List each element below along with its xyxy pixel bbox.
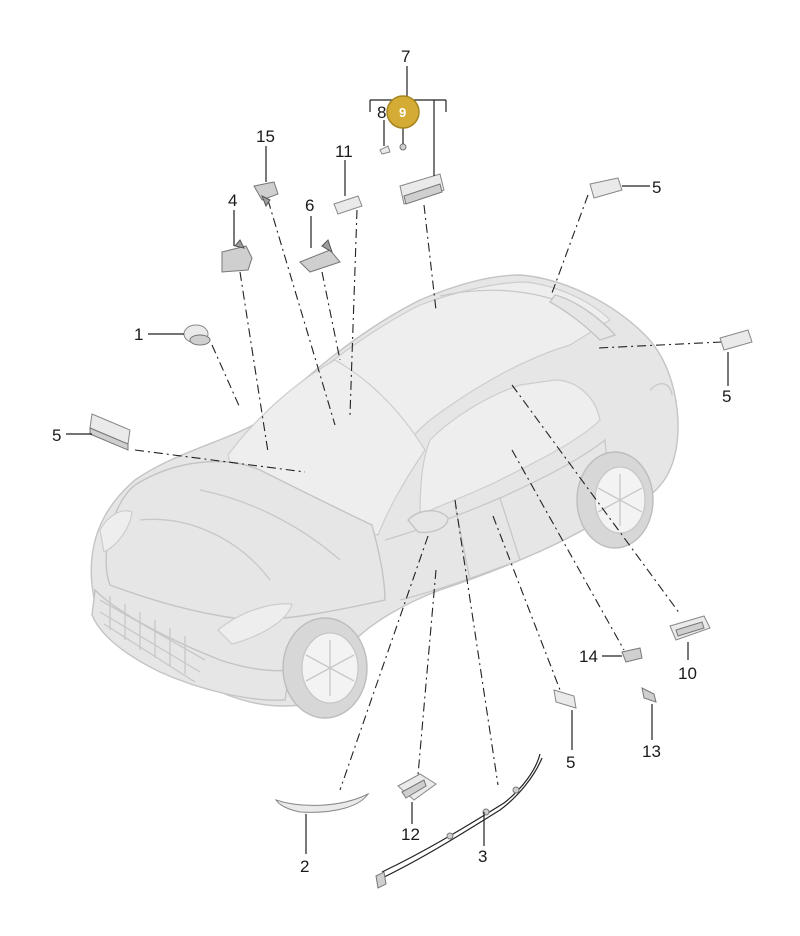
part-10-handle-module (669, 615, 711, 641)
part-1-sensor-dome (183, 324, 211, 346)
callout-11[interactable]: 11 (335, 142, 353, 161)
callout-leaders (66, 66, 729, 854)
callout-15[interactable]: 15 (256, 127, 275, 146)
callout-2[interactable]: 2 (300, 857, 309, 876)
callout-3[interactable]: 3 (478, 847, 487, 866)
part-15-clip (253, 181, 279, 208)
part-8-clip (379, 145, 391, 155)
callout-5-top-right[interactable]: 5 (652, 178, 661, 197)
roof-spoiler (548, 294, 617, 341)
part-12-switch (397, 773, 437, 801)
part-9-screw (399, 143, 407, 151)
callout-12[interactable]: 12 (401, 825, 420, 844)
part-14-connector (621, 647, 643, 663)
side-mirror (407, 510, 449, 534)
callout-5-left[interactable]: 5 (52, 426, 61, 445)
callout-5-right[interactable]: 5 (722, 387, 731, 406)
part-5-right-module (719, 329, 753, 351)
part-6-sensor (299, 239, 341, 273)
callout-labels: 1 5 4 15 6 11 7 8 9 5 5 10 14 5 13 12 2 … (52, 47, 731, 876)
callout-9[interactable]: 9 (399, 105, 406, 120)
part-7-control-unit (399, 173, 445, 205)
callout-9-highlight[interactable] (386, 95, 420, 129)
part-5-bottom-module (553, 689, 577, 709)
callout-6[interactable]: 6 (305, 196, 314, 215)
part-13-sensor (641, 687, 657, 703)
part-3-wire-harness (375, 753, 543, 889)
callout-13[interactable]: 13 (642, 742, 661, 761)
part-11-plug (333, 195, 363, 215)
left-headlight (99, 510, 133, 553)
callout-10[interactable]: 10 (678, 664, 697, 683)
front-wheel (282, 617, 368, 719)
dashed-leaders (134, 194, 723, 791)
callout-8[interactable]: 8 (377, 103, 386, 122)
part-2-trim-light (274, 792, 370, 813)
callout-4[interactable]: 4 (228, 191, 237, 210)
part-5-left-module (89, 413, 131, 451)
part-4-bracket (221, 239, 253, 273)
callout-14[interactable]: 14 (579, 647, 598, 666)
callout-7[interactable]: 7 (401, 47, 410, 66)
right-headlight (217, 603, 293, 645)
callout-5-bottom[interactable]: 5 (566, 753, 575, 772)
rear-wheel (576, 451, 654, 549)
callout-1[interactable]: 1 (134, 325, 143, 344)
part-5-top-right-module (589, 177, 623, 199)
car-illustration (90, 274, 679, 719)
front-grille (99, 596, 206, 683)
